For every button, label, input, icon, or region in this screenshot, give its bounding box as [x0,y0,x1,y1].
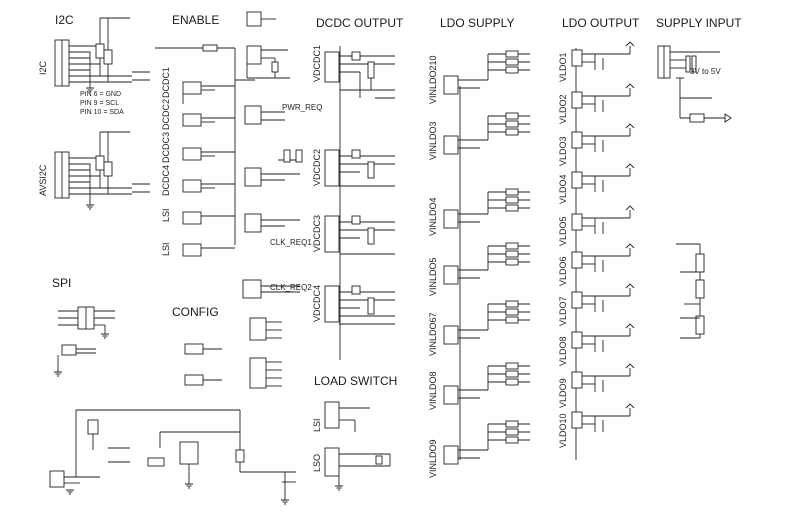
pin-note-sda: PIN 10 = SDA [80,109,124,116]
enable-dcdc2: DCDC2 [161,99,235,130]
supply-input-range: 3V to 5V [690,67,721,76]
spi-header [54,306,115,377]
avs-i2c-connector-label: AVSI2C [38,164,48,196]
section-title-spi: SPI [52,276,71,290]
load-switch-label-lso: LSO [312,454,322,472]
ldo-supply-block-3: VINLDO4 [428,188,530,236]
enable-dcdc3: DCDC3 [161,132,235,163]
dcdc-block-2: VDCDC2 [312,149,395,187]
ldo-output-label-1: VLDO1 [558,52,568,82]
ldo-output-1: VLDO1 [558,41,635,82]
supply-input-section [657,45,732,123]
i2c-connector: I2C [38,17,150,93]
signal-label-pwr-req: PWR_REQ [282,103,322,112]
enable-label-dcdc3: DCDC3 [161,132,171,163]
ldo-output-label-8: VLDO8 [558,336,568,366]
enable-lsi-a: LSI [161,208,235,225]
enable-jumpers [242,11,303,299]
ldo-output-6: VLDO6 [558,243,635,286]
ldo-supply-block-5: VINLDO67 [428,300,530,356]
ldo-output-10: VLDO10 [558,403,635,448]
ldo-supply-label-6: VINLDO8 [428,371,438,410]
ldo-output-7: VLDO7 [558,283,635,326]
ldo-supply-block-2: VINLDO3 [428,112,530,160]
ldo-output-5: VLDO5 [558,205,635,246]
pin-note-gnd: PIN 6 = GND [80,91,121,98]
dcdc-label-3: VDCDC3 [312,215,322,252]
ldo-supply-label-2: VINLDO3 [428,121,438,160]
section-title-ldo-output: LDO OUTPUT [562,16,640,30]
load-switch-section: LSI LSO [312,401,391,491]
ldo-supply-label-3: VINLDO4 [428,197,438,236]
ldo-output-3: VLDO3 [558,123,635,166]
config-section [184,317,282,389]
section-title-ldo-supply: LDO SUPPLY [440,16,514,30]
ldo-output-2: VLDO2 [558,83,635,124]
ldo-output-8: VLDO8 [558,323,635,366]
ldo-supply-block-7: VINLDO9 [428,420,530,478]
resistor-network [676,243,705,339]
section-title-enable: ENABLE [172,13,219,27]
ldo-output-label-6: VLDO6 [558,256,568,286]
enable-label-lsi-a: LSI [161,208,171,222]
load-switch-label-lsi: LSI [312,418,322,432]
enable-dcdc4: DCDC4 [161,165,235,196]
section-title-load-switch: LOAD SWITCH [314,374,397,388]
ldo-supply-label-1: VINLDO210 [428,55,438,104]
section-title-supply-input: SUPPLY INPUT [656,16,742,30]
ldo-output-label-5: VLDO5 [558,216,568,246]
section-title-dcdc-output: DCDC OUTPUT [316,16,404,30]
enable-section [155,44,255,245]
ldo-output-label-7: VLDO7 [558,296,568,326]
ldo-output-label-10: VLDO10 [558,413,568,448]
dcdc-block-4: VDCDC4 [312,285,395,325]
i2c-connector-label: I2C [38,60,48,75]
ldo-supply-label-5: VINLDO67 [428,312,438,356]
pin-note-scl: PIN 9 = SCL [80,100,119,107]
ldo-output-label-4: VLDO4 [558,174,568,204]
ldo-supply-label-7: VINLDO9 [428,439,438,478]
dcdc-label-1: VDCDC1 [312,45,322,82]
bottom-power-circuit [49,409,296,505]
signal-label-clk-req1: CLK_REQ1 [270,238,312,247]
pin-notes: PIN 6 = GND PIN 9 = SCL PIN 10 = SDA [80,91,124,116]
dcdc-block-3: VDCDC3 [312,215,395,255]
ldo-output-label-9: VLDO9 [558,378,568,408]
enable-label-lsi-b: LSI [161,242,171,256]
avs-i2c-connector: AVSI2C [38,131,150,210]
ldo-output-4: VLDO4 [558,163,635,204]
signal-label-clk-req2: CLK_REQ2 [270,283,312,292]
ldo-supply-block-6: VINLDO8 [428,362,530,410]
dcdc-label-4: VDCDC4 [312,285,322,322]
ldo-supply-block-1: VINLDO210 [428,50,530,104]
dcdc-label-2: VDCDC2 [312,149,322,186]
dcdc-block-1: VDCDC1 [312,45,395,99]
ldo-output-label-2: VLDO2 [558,94,568,124]
enable-label-dcdc1: DCDC1 [161,67,171,98]
section-title-i2c: I2C [55,13,74,27]
ldo-output-9: VLDO9 [558,363,635,408]
enable-label-dcdc2: DCDC2 [161,99,171,130]
ldo-supply-label-4: VINLDO5 [428,257,438,296]
enable-dcdc1: DCDC1 [161,67,235,104]
enable-label-dcdc4: DCDC4 [161,165,171,196]
enable-lsi-b: LSI [161,242,235,257]
section-title-config: CONFIG [172,305,219,319]
ldo-output-label-3: VLDO3 [558,136,568,166]
ldo-supply-block-4: VINLDO5 [428,242,530,296]
